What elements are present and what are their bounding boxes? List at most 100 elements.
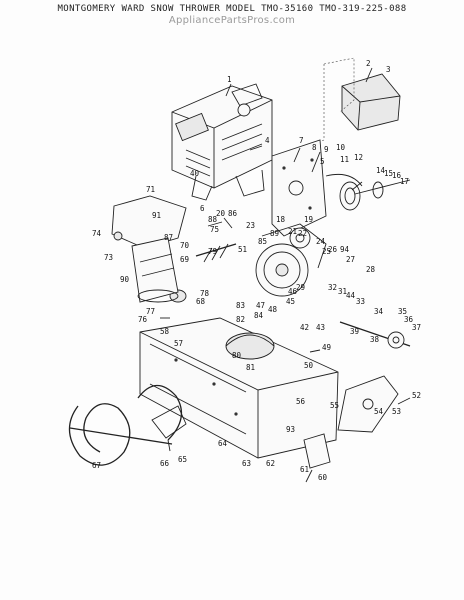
callout-11: 11 — [340, 155, 349, 164]
callout-43: 43 — [316, 323, 325, 332]
auger-spiral-illustration — [68, 384, 187, 466]
callout-20: 20 — [216, 209, 226, 218]
callout-50: 50 — [304, 361, 314, 370]
callout-80: 80 — [232, 351, 242, 360]
callout-47: 47 — [256, 301, 265, 310]
callout-14: 14 — [376, 166, 386, 175]
callout-32: 32 — [328, 283, 337, 292]
callout-86: 86 — [228, 209, 238, 218]
callout-87: 87 — [164, 233, 173, 242]
callout-84: 84 — [254, 311, 264, 320]
callout-34: 34 — [374, 307, 384, 316]
callout-27: 27 — [346, 255, 355, 264]
gear-housing-illustration — [255, 223, 327, 297]
callout-74: 74 — [92, 229, 102, 238]
callout-17: 17 — [400, 177, 409, 186]
watermark: AppliancePartsPros.com — [168, 15, 296, 26]
callout-42: 42 — [300, 323, 309, 332]
callout-28: 28 — [366, 265, 376, 274]
axle-shaft-illustration — [339, 321, 411, 349]
callout-6: 6 — [200, 204, 205, 213]
callout-70: 70 — [180, 241, 190, 250]
callout-94: 94 — [340, 245, 350, 254]
callout-52: 52 — [412, 391, 421, 400]
callout-79: 79 — [208, 247, 217, 256]
callout-93: 93 — [286, 425, 295, 434]
callout-69: 69 — [180, 255, 189, 264]
callout-49: 49 — [322, 343, 331, 352]
callout-4: 4 — [265, 136, 270, 145]
side-plate-illustration — [303, 375, 399, 469]
callout-5: 5 — [320, 157, 325, 166]
callout-19: 19 — [304, 215, 313, 224]
callout-31: 31 — [338, 287, 347, 296]
callout-81: 81 — [246, 363, 255, 372]
callout-58: 58 — [160, 327, 170, 336]
callout-88: 88 — [208, 215, 218, 224]
frame-plate-illustration — [271, 139, 327, 237]
callout-39: 39 — [350, 327, 359, 336]
callout-56: 56 — [296, 397, 306, 406]
callout-40: 40 — [190, 169, 200, 178]
callout-60: 60 — [318, 473, 328, 482]
callout-23: 23 — [246, 221, 255, 230]
callout-61: 61 — [300, 465, 309, 474]
callout-33: 33 — [356, 297, 365, 306]
callout-35: 35 — [398, 307, 407, 316]
diagram-title: MONTGOMERY WARD SNOW THROWER MODEL TMO-3… — [57, 4, 407, 14]
callout-37: 37 — [412, 323, 421, 332]
callout-1: 1 — [227, 75, 232, 84]
callout-67: 67 — [92, 461, 101, 470]
callout-labels: 1 2 3 4 5 6 7 8 9 10 11 12 14 15 16 17 1… — [92, 59, 421, 482]
callout-75: 75 — [210, 225, 219, 234]
callout-73: 73 — [104, 253, 113, 262]
callout-48: 48 — [268, 305, 278, 314]
callout-62: 62 — [266, 459, 275, 468]
callout-7: 7 — [299, 136, 304, 145]
callout-83: 83 — [236, 301, 245, 310]
callout-71: 71 — [146, 185, 155, 194]
callout-15: 15 — [384, 169, 393, 178]
callout-77: 77 — [146, 307, 155, 316]
callout-8: 8 — [312, 143, 317, 152]
callout-64: 64 — [218, 439, 228, 448]
callout-63: 63 — [242, 459, 251, 468]
callout-54: 54 — [374, 407, 384, 416]
leader-lines — [160, 67, 411, 483]
callout-91: 91 — [152, 211, 161, 220]
callout-12: 12 — [354, 153, 363, 162]
callout-82: 82 — [236, 315, 245, 324]
callout-44: 44 — [346, 291, 356, 300]
callout-51: 51 — [238, 245, 247, 254]
callout-89: 89 — [270, 229, 279, 238]
belt-cover-illustration — [299, 57, 401, 151]
callout-66: 66 — [160, 459, 170, 468]
callout-22: 22 — [298, 229, 307, 238]
callout-68: 68 — [196, 297, 206, 306]
callout-21: 21 — [288, 227, 297, 236]
auger-housing-illustration — [139, 317, 339, 459]
callout-24: 24 — [316, 237, 326, 246]
callout-9: 9 — [324, 145, 329, 154]
engine-illustration — [171, 83, 273, 201]
callout-57: 57 — [174, 339, 183, 348]
callout-26: 26 — [328, 245, 338, 254]
callout-10: 10 — [336, 143, 346, 152]
callout-90: 90 — [120, 275, 130, 284]
callout-55: 55 — [330, 401, 339, 410]
callout-53: 53 — [392, 407, 401, 416]
callout-38: 38 — [370, 335, 380, 344]
callout-45: 45 — [286, 297, 295, 306]
callout-3: 3 — [386, 65, 391, 74]
callout-46: 46 — [288, 287, 298, 296]
pulley-illustration — [325, 173, 411, 211]
callout-78: 78 — [200, 289, 210, 298]
callout-18: 18 — [276, 215, 286, 224]
callout-2: 2 — [366, 59, 371, 68]
callout-85: 85 — [258, 237, 267, 246]
callout-25: 25 — [322, 247, 331, 256]
callout-36: 36 — [404, 315, 414, 324]
callout-16: 16 — [392, 171, 402, 180]
